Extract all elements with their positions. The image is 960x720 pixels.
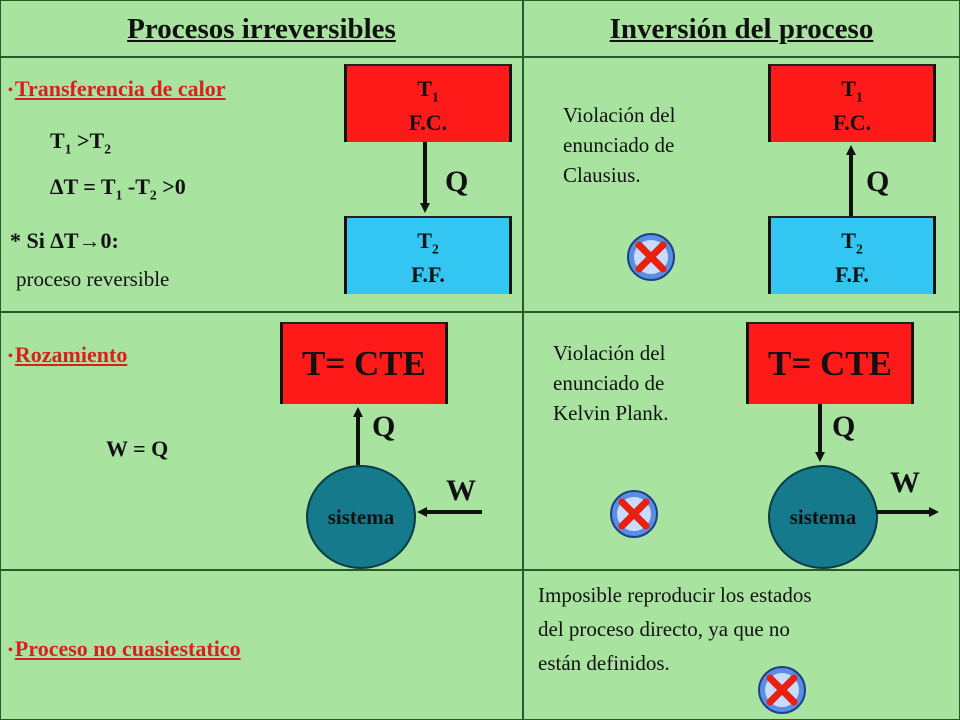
non-quasistatic-note: Imposible reproducir los estados del pro… (538, 578, 812, 680)
title-friction-text: Rozamiento (14, 342, 128, 367)
delta-equation: ∆T = T1 -T2 >0 (50, 174, 186, 203)
clausius-line1: Violación del (563, 103, 676, 127)
cold-reservoir-temp-inverse: T2 (771, 228, 933, 262)
hot-t-sub: 1 (431, 89, 439, 105)
cell-r3-left (0, 570, 523, 720)
heat-q-label-inverse: Q (866, 165, 890, 198)
delta-part-b: -T (122, 174, 150, 199)
ineq-t1: T (50, 128, 65, 153)
kelvin-violation-text: Violación del enunciado de Kelvin Plank. (553, 338, 669, 428)
inequality-text: T1 >T2 (50, 128, 111, 157)
title-heat-transfer-text: Transferencia de calor (14, 76, 226, 101)
note-line2: del proceso directo, ya que no (538, 617, 790, 641)
hot-t: T (417, 76, 432, 101)
header-right: Inversión del proceso (523, 0, 960, 57)
title-non-quasistatic: •Proceso no cuasiestatico (8, 636, 241, 662)
constant-temperature-box-inverse: T= CTE (746, 322, 914, 404)
delta-sub1: 1 (115, 187, 123, 203)
title-friction: •Rozamiento (8, 342, 127, 368)
header-left-text: Procesos irreversibles (127, 13, 396, 45)
bullet-icon: • (8, 642, 13, 658)
ineq-gt: >T (71, 128, 105, 153)
delta-sub2: 2 (149, 187, 157, 203)
kelvin-line2: enunciado de (553, 371, 665, 395)
note-arrow: → (78, 228, 101, 253)
cold-t-sub: 2 (431, 241, 439, 257)
ineq-t1-sub: 1 (64, 141, 72, 157)
x-cross-icon (758, 666, 806, 714)
note-t: T (63, 228, 79, 253)
system-label: sistema (327, 505, 395, 529)
delta-symbol: ∆ (50, 174, 64, 199)
work-w-label-inverse: W (890, 466, 920, 499)
x-cross-icon (610, 490, 658, 538)
clausius-line2: enunciado de (563, 133, 675, 157)
cold-t: T (417, 228, 432, 253)
cold-reservoir-temp: T2 (347, 228, 509, 262)
title-non-quasistatic-text: Proceso no cuasiestatico (14, 636, 241, 661)
system-ellipse: sistema (306, 465, 416, 569)
heat-q-label-kelvin: Q (832, 410, 856, 443)
system-label-inverse: sistema (789, 505, 857, 529)
note-line1: Imposible reproducir los estados (538, 583, 812, 607)
hot-reservoir-box: T1 F.C. (344, 64, 512, 142)
kelvin-line1: Violación del (553, 341, 666, 365)
kelvin-line3: Kelvin Plank. (553, 401, 669, 425)
note-delta: ∆ (50, 228, 64, 253)
header-right-text: Inversión del proceso (609, 13, 874, 45)
bullet-icon: • (8, 82, 13, 98)
hot-reservoir-temp: T1 (347, 76, 509, 110)
cold-reservoir-label-inverse: F.F. (835, 262, 869, 288)
title-heat-transfer: •Transferencia de calor (8, 76, 226, 102)
heat-q-label: Q (445, 165, 469, 198)
bullet-icon: • (8, 348, 13, 364)
delta-part-c: >0 (156, 174, 186, 199)
cold-t-inv: T (841, 228, 856, 253)
reversible-note: * Si ∆T→0: (10, 228, 119, 254)
hot-reservoir-label: F.C. (408, 110, 448, 136)
heat-q-label-friction: Q (372, 410, 396, 443)
constant-temperature-box: T= CTE (280, 322, 448, 404)
reversible-note-line2: proceso reversible (16, 267, 170, 291)
cold-reservoir-box: T2 F.F. (344, 216, 512, 294)
cell-r3-right (523, 570, 960, 720)
work-w-label: W (446, 474, 476, 507)
cold-t-sub-inv: 2 (855, 241, 863, 257)
header-left: Procesos irreversibles (0, 0, 523, 57)
hot-reservoir-temp-inverse: T1 (771, 76, 933, 110)
ineq-t2-sub: 2 (104, 141, 112, 157)
hot-reservoir-label-inverse: F.C. (832, 110, 872, 136)
hot-reservoir-box-inverse: T1 F.C. (768, 64, 936, 142)
note-line3: están definidos. (538, 651, 670, 675)
note-zero: 0: (100, 228, 119, 253)
system-ellipse-inverse: sistema (768, 465, 878, 569)
clausius-line3: Clausius. (563, 163, 641, 187)
cold-reservoir-label: F.F. (411, 262, 445, 288)
hot-t-inv: T (841, 76, 856, 101)
clausius-violation-text: Violación del enunciado de Clausius. (563, 100, 675, 190)
delta-part-a: T = T (63, 174, 116, 199)
cold-reservoir-box-inverse: T2 F.F. (768, 216, 936, 294)
hot-t-sub-inv: 1 (855, 89, 863, 105)
work-equation: W = Q (106, 436, 169, 461)
note-prefix: * Si (10, 228, 51, 253)
x-cross-icon (627, 233, 675, 281)
